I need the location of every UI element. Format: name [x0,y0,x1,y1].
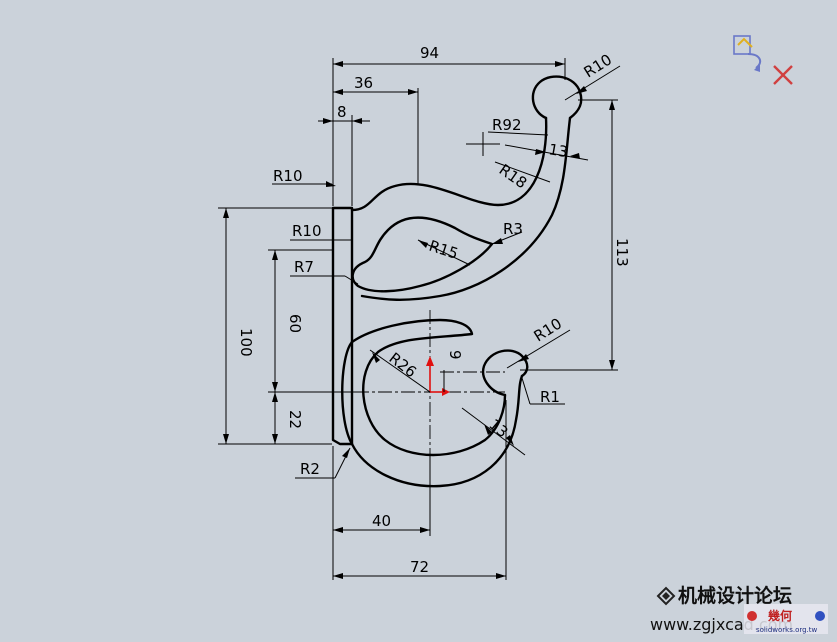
dim-r10-top[interactable]: R10 [581,50,616,81]
dimension-labels: 94 36 8 R10 R10 R7 100 60 22 113 9 R10 R… [237,44,631,576]
watermark-title: 机械设计论坛 [678,584,792,607]
dim-r7[interactable]: R7 [294,258,314,276]
dim-r18[interactable]: R18 [496,161,531,193]
dim-r26[interactable]: R26 [386,349,420,381]
forum-watermark: 机械设计论坛 www.zgjxcad.com 幾何 solidworks.org… [648,580,833,638]
dim-40[interactable]: 40 [372,512,391,530]
dim-8[interactable]: 8 [337,103,347,121]
sketch-confirm-icon[interactable] [733,35,762,72]
dim-r10-left[interactable]: R10 [273,167,303,185]
sketch-origin-icon [426,356,450,396]
dim-36[interactable]: 36 [354,74,373,92]
forum-logo-icon [656,586,676,606]
dim-100[interactable]: 100 [237,328,255,357]
dim-r10-mid[interactable]: R10 [292,222,322,240]
dim-r2[interactable]: R2 [300,460,320,478]
dim-9[interactable]: 9 [446,350,464,360]
dim-94[interactable]: 94 [420,44,439,62]
arc-center-marker [466,132,500,156]
close-sketch-icon[interactable] [773,65,793,85]
watermark-badge: 幾何 [768,608,792,623]
dim-13-top[interactable]: 13 [547,140,569,161]
dimension-lines [218,58,621,580]
dim-r15[interactable]: R15 [427,237,461,263]
dim-r3[interactable]: R3 [503,220,523,238]
dim-22[interactable]: 22 [286,410,304,429]
watermark-badge-url: solidworks.org.tw [756,626,818,634]
dim-r1[interactable]: R1 [540,388,560,406]
dim-113[interactable]: 113 [613,238,631,267]
dim-72[interactable]: 72 [410,558,429,576]
dim-r10-hook[interactable]: R10 [531,314,566,345]
dim-r92[interactable]: R92 [492,116,522,134]
dim-60[interactable]: 60 [286,314,304,333]
part-outline [331,75,583,488]
